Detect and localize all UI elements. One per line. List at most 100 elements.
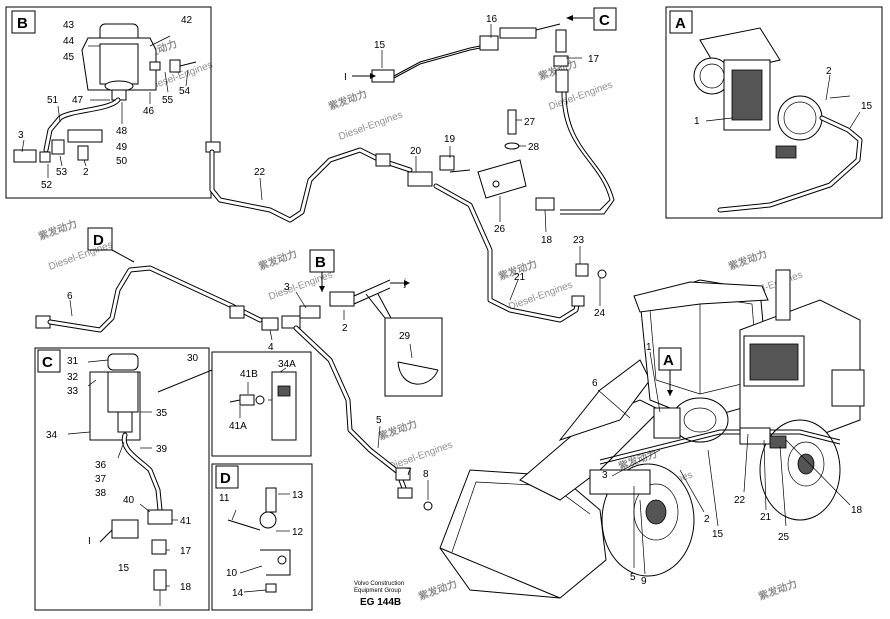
callout: 50 bbox=[116, 156, 128, 167]
callout: 39 bbox=[156, 444, 168, 455]
callout: 6 bbox=[67, 291, 73, 302]
drawing-code: EG 144B bbox=[360, 597, 401, 608]
detail-box-d-frame bbox=[211, 463, 313, 611]
detail-box-b-letter: B bbox=[17, 15, 28, 32]
wheel-loader-illustration: A 1 6 3 2 15 22 21 25 18 5 9 bbox=[439, 269, 865, 599]
callout: 16 bbox=[486, 14, 498, 25]
callout: D bbox=[93, 232, 104, 249]
callout: 12 bbox=[292, 527, 304, 538]
callout: 46 bbox=[143, 106, 155, 117]
detail-box-d-letter-frame bbox=[215, 465, 239, 489]
callout: I bbox=[88, 536, 91, 547]
callout: 23 bbox=[573, 235, 585, 246]
callout: 3 bbox=[602, 470, 608, 481]
callout: 30 bbox=[187, 353, 199, 364]
callout: 40 bbox=[123, 495, 135, 506]
watermark-brand: 紫发动力 bbox=[377, 417, 419, 443]
detail-box-a-frame bbox=[665, 6, 883, 219]
callout: 51 bbox=[47, 95, 59, 106]
drawing-footer: Volvo Construction Equipment Group EG 14… bbox=[354, 581, 404, 608]
detail-box-29-frame bbox=[384, 317, 443, 397]
callout: 5 bbox=[376, 415, 382, 426]
detail-box-c-frame bbox=[34, 347, 210, 611]
detail-box-a: A 1 2 15 bbox=[665, 6, 883, 219]
callout: 22 bbox=[254, 167, 266, 178]
callout: 28 bbox=[528, 142, 540, 153]
detail-box-a-letter: A bbox=[675, 15, 686, 32]
callout-frame-c bbox=[593, 7, 617, 31]
callout: 7 bbox=[406, 467, 412, 478]
callout-frame-d bbox=[87, 227, 113, 251]
callout: 52 bbox=[41, 180, 53, 191]
callout: 3 bbox=[284, 282, 290, 293]
callout: 31 bbox=[67, 356, 79, 367]
detail-box-a-letter-frame bbox=[669, 10, 693, 34]
brake-line-lower: D B 6 3 j 2 4 5 7 8 bbox=[35, 227, 433, 511]
watermark-tagline: Diesel-Engines bbox=[337, 109, 404, 142]
callout: A bbox=[663, 352, 674, 369]
callout: 9 bbox=[641, 576, 647, 587]
callout: 41 bbox=[180, 516, 192, 527]
callout: 41B bbox=[240, 369, 258, 380]
brake-line-upper: 16 15 I 17 C 27 28 19 20 22 26 18 23 21 … bbox=[205, 7, 617, 323]
callout: 2 bbox=[342, 323, 348, 334]
footer-company: Volvo Construction bbox=[354, 581, 404, 587]
callout: 47 bbox=[72, 95, 84, 106]
footer-group: Equipment Group bbox=[354, 588, 402, 594]
callout: 2 bbox=[704, 514, 710, 525]
callout: 19 bbox=[444, 134, 456, 145]
callout: 4 bbox=[268, 342, 274, 353]
callout: 53 bbox=[56, 167, 68, 178]
watermark-tagline: Diesel-Engines bbox=[507, 279, 574, 312]
callout: 15 bbox=[118, 563, 130, 574]
callout: 42 bbox=[181, 15, 193, 26]
watermark-brand: 紫发动力 bbox=[417, 577, 459, 603]
watermark-brand: 紫发动力 bbox=[757, 577, 799, 603]
callout: I bbox=[344, 72, 347, 83]
callout: 21 bbox=[760, 512, 772, 523]
reservoir-body bbox=[99, 43, 139, 85]
callout: 54 bbox=[179, 86, 191, 97]
callout: 15 bbox=[712, 529, 724, 540]
callout: 10 bbox=[226, 568, 238, 579]
detail-box-b: B 42 43 44 45 51 47 48 49 bbox=[5, 6, 212, 199]
callout: 36 bbox=[95, 460, 107, 471]
callout: 41A bbox=[229, 421, 247, 432]
detail-box-c: C 30 31 32 33 35 34 39 36 37 38 40 41 bbox=[34, 347, 210, 611]
detail-box-34a-frame bbox=[211, 351, 312, 457]
detail-box-29: 29 bbox=[365, 293, 443, 397]
callout: 14 bbox=[232, 588, 244, 599]
callout: 55 bbox=[162, 95, 174, 106]
callout: 8 bbox=[423, 469, 429, 480]
callout: B bbox=[315, 254, 326, 271]
callout: 34 bbox=[46, 430, 58, 441]
callout: 11 bbox=[219, 493, 230, 504]
callout: 17 bbox=[180, 546, 192, 557]
detail-box-b-letter-frame bbox=[11, 10, 36, 34]
callout: 15 bbox=[861, 101, 873, 112]
callout: 5 bbox=[630, 572, 636, 583]
callout: 17 bbox=[588, 54, 600, 65]
watermark-brand: 紫发动力 bbox=[327, 87, 369, 113]
callout: 48 bbox=[116, 126, 128, 137]
callout: 45 bbox=[63, 52, 75, 63]
callout: 29 bbox=[399, 331, 411, 342]
callout: C bbox=[599, 12, 610, 29]
detail-box-c-letter: C bbox=[42, 354, 53, 371]
bucket bbox=[439, 469, 607, 599]
callout: 44 bbox=[63, 36, 75, 47]
callout: 6 bbox=[592, 378, 598, 389]
detail-box-b-frame bbox=[5, 6, 212, 199]
callout: 33 bbox=[67, 386, 79, 397]
exhaust-stack bbox=[775, 269, 791, 321]
callout: 27 bbox=[524, 117, 536, 128]
detail-box-d: D 11 13 12 10 14 bbox=[211, 463, 313, 611]
callout: 18 bbox=[180, 582, 192, 593]
detail-box-d-letter: D bbox=[220, 470, 231, 487]
callout: 37 bbox=[95, 474, 107, 485]
callout: 15 bbox=[374, 40, 386, 51]
callout: 3 bbox=[18, 130, 24, 141]
callout: 1 bbox=[646, 342, 652, 353]
callout: 24 bbox=[594, 308, 606, 319]
callout: 21 bbox=[514, 272, 526, 283]
